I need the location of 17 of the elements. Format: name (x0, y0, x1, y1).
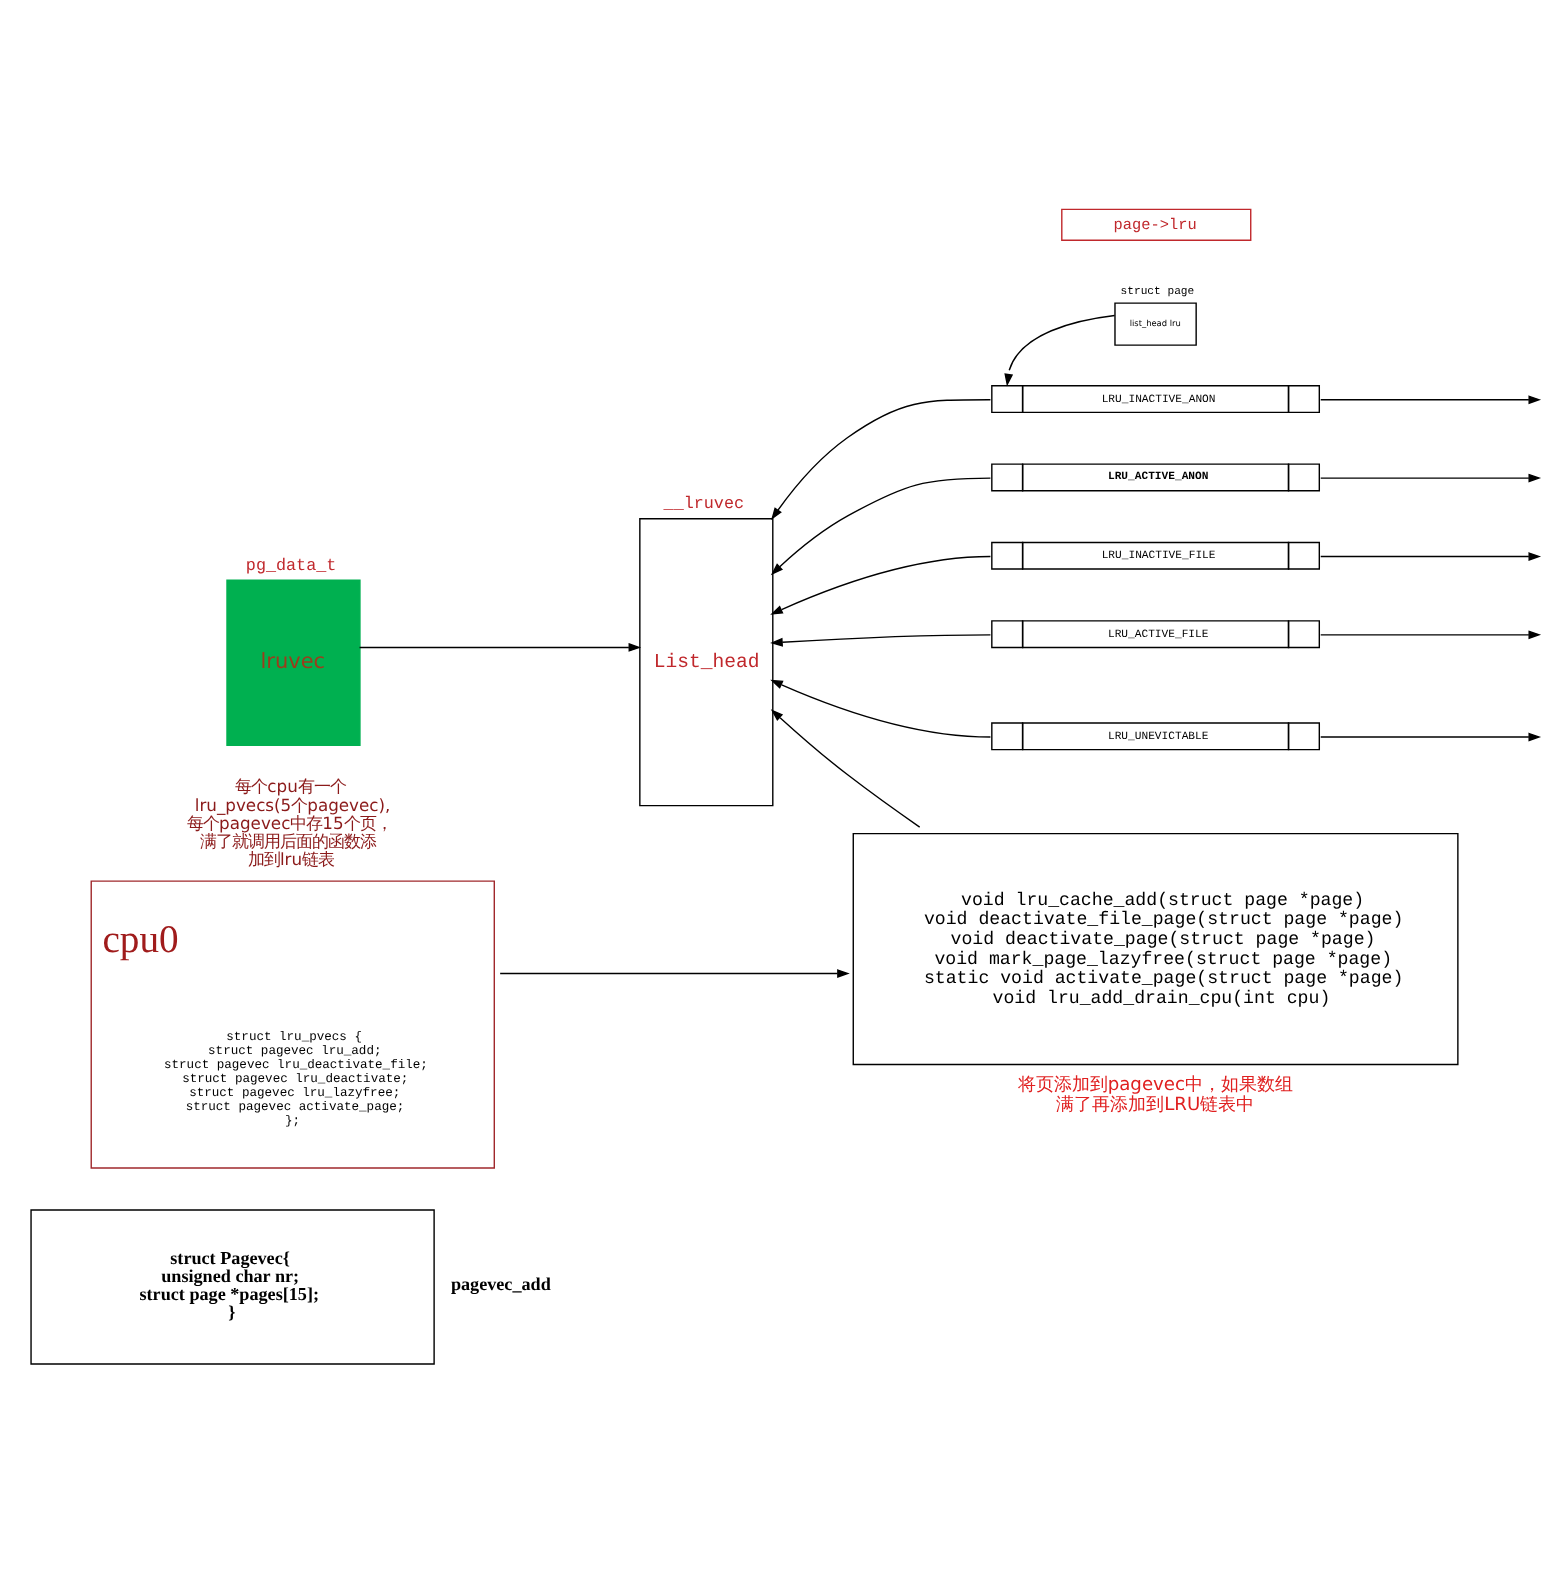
arrow (1320, 731, 1542, 741)
node-label: pagevec_add (450, 1273, 551, 1294)
node-label: pg_data_t (245, 554, 337, 575)
arrow (770, 678, 992, 737)
arrow (499, 968, 850, 977)
arrow (770, 708, 921, 827)
arrow (358, 642, 642, 651)
arrow (1320, 629, 1542, 639)
node-label: 将页添加到pagevec中，如果数组满了再添加到LRU链表中 (1017, 1075, 1293, 1115)
arrow (1004, 313, 1116, 386)
arrow (770, 633, 992, 646)
arrow (771, 398, 992, 520)
node-label: __lruvec (663, 493, 745, 514)
node-label: 每个cpu有一个lru_pvecs(5个pagevec),每个pagevec中存15个页，满了就调用后面的函数添加到lru链表 (187, 775, 392, 869)
arrow (1320, 394, 1542, 404)
arrow (1320, 551, 1542, 560)
arrow (1320, 472, 1542, 482)
